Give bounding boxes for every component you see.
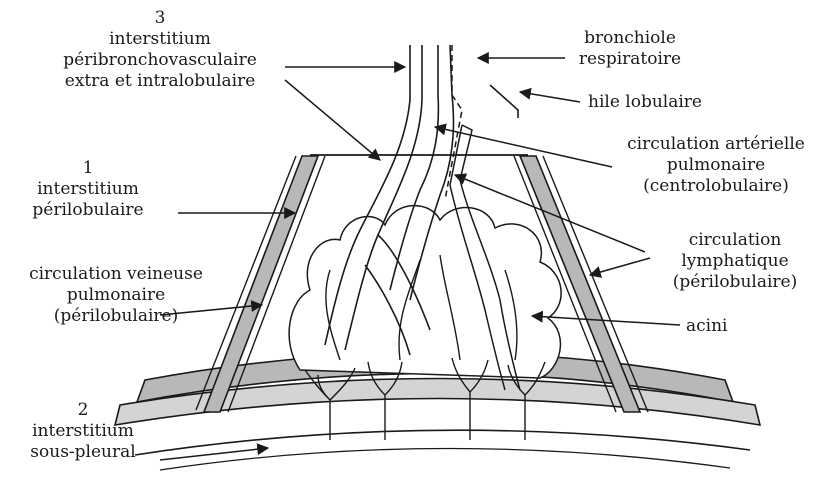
souspleural-label: 2 interstitium sous-pleural [8, 400, 158, 463]
lymphatique-line2: lymphatique [650, 251, 820, 272]
veineuse-line2: pulmonaire [6, 285, 226, 306]
bronchiole-line2: respiratoire [560, 49, 700, 70]
bronchiole-line1: bronchiole [560, 28, 700, 49]
souspleural-line1: interstitium [8, 421, 158, 442]
perilobulaire-line1: interstitium [8, 179, 168, 200]
hile-label: hile lobulaire [588, 92, 702, 113]
acini-line1: acini [686, 316, 727, 337]
souspleural-number: 2 [8, 400, 158, 421]
perilobulaire-label: 1 interstitium périlobulaire [8, 158, 168, 221]
acini-outline [289, 206, 561, 378]
arterielle-line1: circulation artérielle [605, 134, 827, 155]
lymphatique-line1: circulation [650, 230, 820, 251]
peribroncho-line1: interstitium [40, 29, 280, 50]
peribroncho-line2: péribronchovasculaire [40, 50, 280, 71]
arterielle-label: circulation artérielle pulmonaire (centr… [605, 134, 827, 197]
perilobulaire-number: 1 [8, 158, 168, 179]
hile-marker [490, 85, 518, 118]
arterielle-line2: pulmonaire [605, 155, 827, 176]
peribroncho-number: 3 [40, 8, 280, 29]
veineuse-label: circulation veineuse pulmonaire (périlob… [6, 264, 226, 327]
souspleural-line2: sous-pleural [8, 442, 158, 463]
arterielle-line3: (centrolobulaire) [605, 176, 827, 197]
veineuse-line3: (périlobulaire) [6, 306, 226, 327]
peribroncho-label: 3 interstitium péribronchovasculaire ext… [40, 8, 280, 92]
bronchiole-label: bronchiole respiratoire [560, 28, 700, 70]
perilobulaire-line2: périlobulaire [8, 200, 168, 221]
acini-label: acini [686, 316, 727, 337]
veineuse-line1: circulation veineuse [6, 264, 226, 285]
lymphatique-label: circulation lymphatique (périlobulaire) [650, 230, 820, 293]
hile-line1: hile lobulaire [588, 92, 702, 113]
lymphatique-line3: (périlobulaire) [650, 272, 820, 293]
peribroncho-line3: extra et intralobulaire [40, 71, 280, 92]
